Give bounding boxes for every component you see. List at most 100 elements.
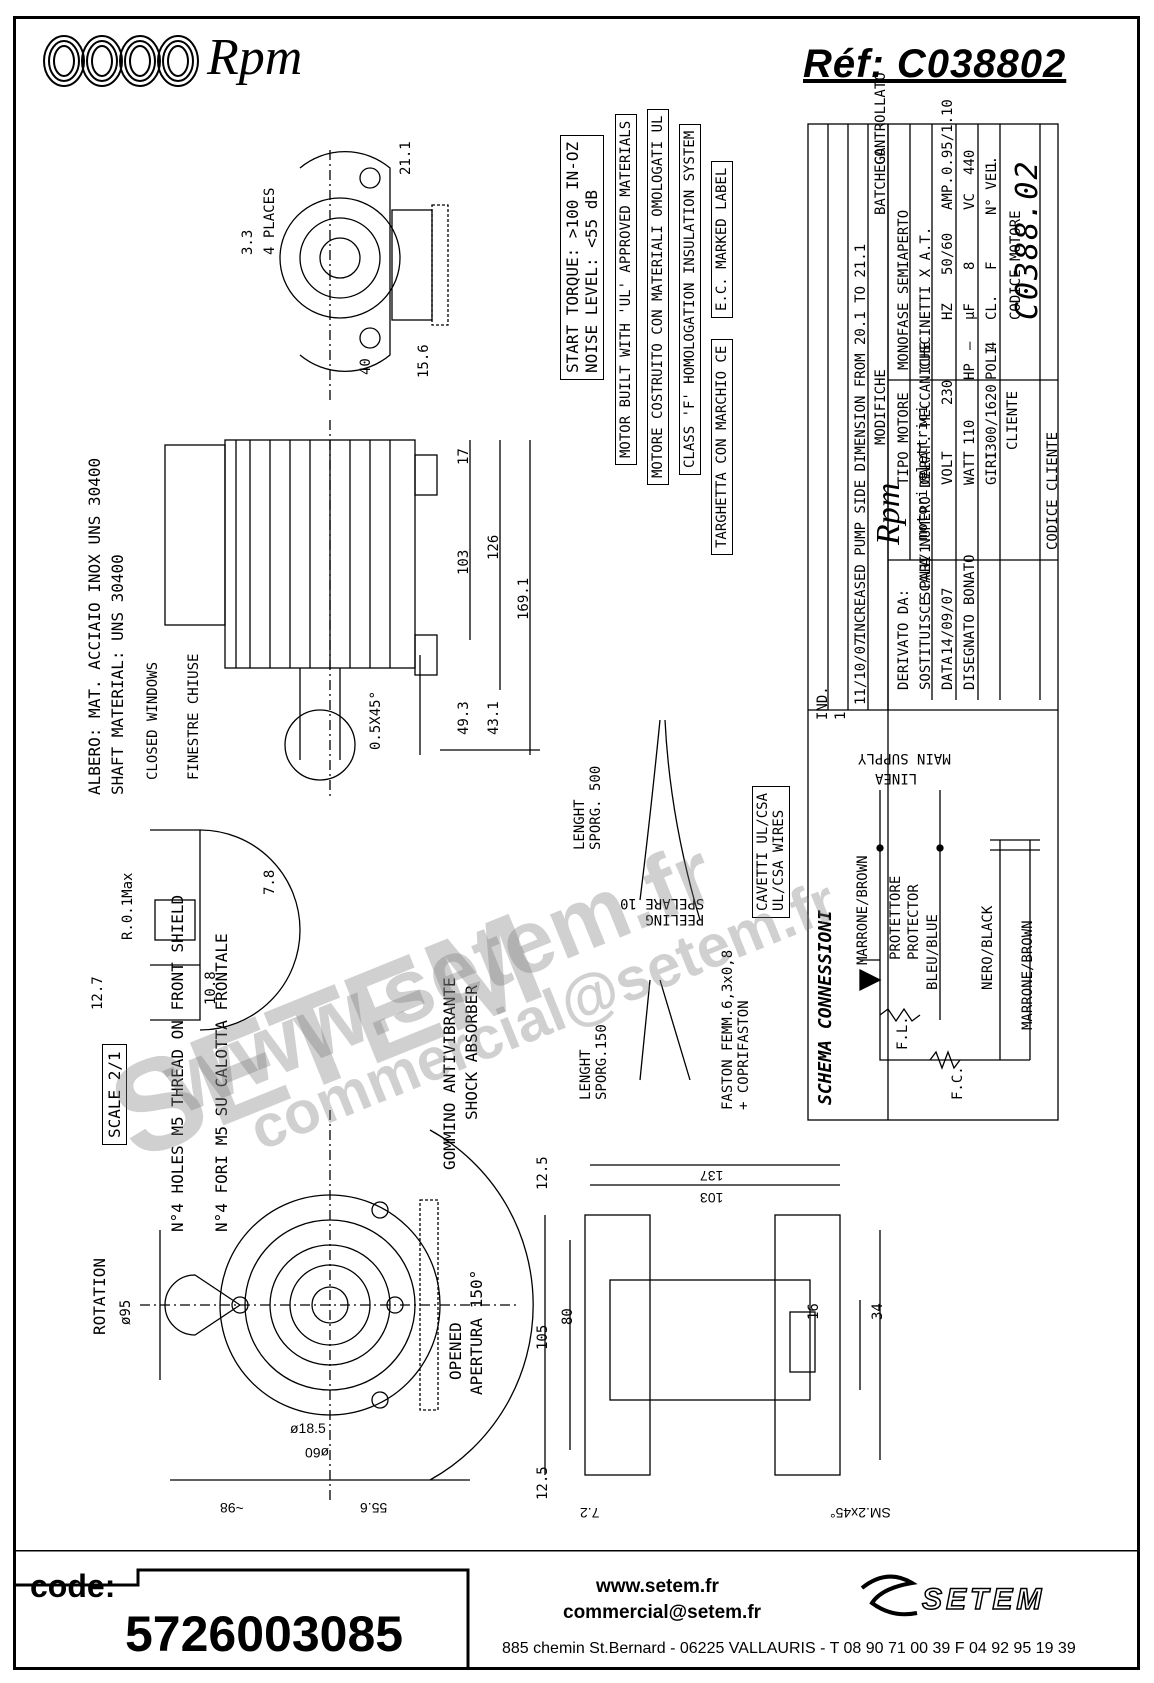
ul-note-en: MOTOR BUILT WITH 'UL' APPROVED MATERIALS <box>615 113 637 465</box>
dim-chamfer-2: SM.2x45° <box>830 1505 891 1521</box>
tb-poli-value: 4 <box>984 341 1000 350</box>
tb-hz-label: HZ <box>940 303 956 320</box>
tb-volt-label: VOLT <box>940 451 956 485</box>
wiring-protector: PROTECTOR <box>906 884 922 960</box>
wiring-protettore: PROTETTORE <box>888 875 904 960</box>
tb-controllato: CONTROLLATO <box>873 72 889 165</box>
page-frame <box>13 16 1140 1670</box>
tb-nvel-value: 1 <box>984 161 1000 170</box>
wiring-fc: F.C. <box>950 1066 966 1100</box>
tb-disegnato-value: BONATO <box>962 554 978 605</box>
ce-note-en: E.C. MARKED LABEL <box>711 160 733 318</box>
wiring-fl: F.L. <box>895 1016 911 1050</box>
dim-80: 80 <box>560 1308 576 1325</box>
tb-data-value: 14/09/07 <box>940 587 956 655</box>
tb-derivato: DERIVATO DA: <box>896 588 912 690</box>
tb-poli-label: POLI <box>984 346 1000 380</box>
tb-codice-motore-value: C0388.02 <box>1010 159 1045 321</box>
tb-uf-value: 8 <box>962 261 978 270</box>
dim-21-1: 21.1 <box>398 141 414 175</box>
dim-radius: R.0.1Max <box>120 872 136 940</box>
footer-address: 885 chemin St.Bernard - 06225 VALLAURIS … <box>502 1640 1076 1657</box>
wiring-linea: LINEA <box>875 770 918 786</box>
setem-swirl-icon <box>860 1574 918 1617</box>
code-value: 5726003085 <box>125 1606 404 1662</box>
logo-text: Rpm <box>207 29 303 86</box>
footer-email[interactable]: commercial@setem.fr <box>563 1602 762 1623</box>
tb-modifiche: MODIFICHE <box>873 369 889 445</box>
dim-12-5-bottom: 12.5 <box>535 1466 551 1500</box>
class-f-note: CLASS 'F' HOMOLOGATION INSULATION SYSTEM <box>679 123 701 475</box>
tb-tipo-value: MONOFASE SEMIAPERTO <box>896 209 912 370</box>
dim-3-3: 3.3 <box>240 229 256 255</box>
dim-105: 105 <box>535 1324 551 1350</box>
tb-tipo-label: TIPO MOTORE <box>896 392 912 485</box>
dim-55-6: 55.6 <box>360 1500 388 1516</box>
dim-43-1: 43.1 <box>486 701 502 735</box>
dim-126: 126 <box>486 534 502 560</box>
wiring-nero: NERO/BLACK <box>980 905 996 990</box>
dim-17: 17 <box>456 448 472 465</box>
dim-169-1: 169.1 <box>516 577 532 620</box>
dim-40: 40 <box>358 358 374 375</box>
tb-scala-value: 1/1 <box>918 544 934 570</box>
dim-98: ~98 <box>220 1500 244 1516</box>
tb-rev-date: 11/10/07 <box>853 637 869 705</box>
dim-4-places: 4 PLACES <box>262 187 278 255</box>
tb-watt-value: 110 <box>962 419 978 445</box>
ul-note-it: MOTORE COSTRUITO CON MATERIALI OMOLOGATI… <box>647 108 669 485</box>
wiring-bleu: BLEU/BLUE <box>925 914 941 990</box>
footer-lines <box>13 1550 1140 1667</box>
dim-15-6: 15.6 <box>416 344 432 378</box>
dim-16: 16 <box>806 1303 822 1320</box>
wiring-marrone: MARRONE/BROWN <box>855 855 871 965</box>
reference-number: Réf: C038802 <box>803 42 1067 86</box>
tb-cliente-label: CLIENTE <box>1005 390 1021 450</box>
tb-watt-label: WATT <box>962 451 978 485</box>
closed-windows: CLOSED WINDOWS <box>145 661 161 780</box>
dim-18-5: ø18.5 <box>290 1420 326 1436</box>
tb-uf-label: μF <box>962 303 978 320</box>
tb-vc-label: VC <box>962 193 978 210</box>
dim-34: 34 <box>870 1303 886 1320</box>
tb-amp-label: AMP. <box>940 176 956 210</box>
tb-amp-value: 0.95/1.10 <box>940 99 956 175</box>
wiring-main-supply: MAIN SUPPLY <box>858 750 951 766</box>
tb-hp-value: — <box>962 341 978 350</box>
tb-vc-value: 440 <box>962 149 978 175</box>
shaft-note-it: ALBERO: MAT. ACCIAIO INOX UNS 30400 <box>85 457 104 795</box>
tb-giri-value: 1300/1620 <box>984 384 1000 460</box>
wiring-marrone-2: MARRONE/BROWN <box>1020 920 1036 1030</box>
rotation-label: ROTATION <box>90 1257 109 1335</box>
dim-7-2: 7.2 <box>580 1505 600 1521</box>
dim-12-5-top: 12.5 <box>535 1156 551 1190</box>
dim-103: 103 <box>456 549 472 575</box>
opened-it-label: APERTURA 150° <box>467 1269 486 1395</box>
tb-disegnato-label: DISEGNATO <box>962 614 978 690</box>
code-label: code: <box>30 1568 116 1604</box>
dim-95: ø95 <box>118 1299 134 1325</box>
tb-carat-value: CUSCINETTI X A.T. <box>918 226 934 370</box>
tb-ind: IND. <box>815 686 831 720</box>
ce-note-it: TARGHETTA CON MARCHIO CE <box>711 338 733 555</box>
tb-rev-no: 1 <box>833 711 849 720</box>
tb-codice-cliente-label: CODICE CLIENTE <box>1045 431 1061 550</box>
dim-49-3: 49.3 <box>456 701 472 735</box>
tb-data-label: DATA <box>940 656 956 690</box>
dim-12-7: 12.7 <box>90 976 106 1010</box>
dim-60: ø60 <box>305 1445 330 1461</box>
setem-logo: SETEM <box>921 1582 1046 1617</box>
dim-137: 137 <box>700 1168 724 1184</box>
tb-rev-text: INCREASED PUMP SIDE DIMENSION FROM 20.1 … <box>853 243 869 640</box>
footer-website[interactable]: www.setem.fr <box>596 1576 719 1597</box>
tb-cl-value: F <box>984 261 1000 270</box>
shaft-note-en: SHAFT MATERIAL: UNS 30400 <box>108 554 127 795</box>
tb-hp-label: HP <box>962 363 978 380</box>
tb-volt-value: 230 <box>940 379 956 405</box>
dim-103b: 103 <box>700 1190 724 1206</box>
dim-7-8: 7.8 <box>262 869 278 895</box>
tb-cl-label: CL. <box>984 294 1000 320</box>
tb-hz-value: 50/60 <box>940 232 956 275</box>
